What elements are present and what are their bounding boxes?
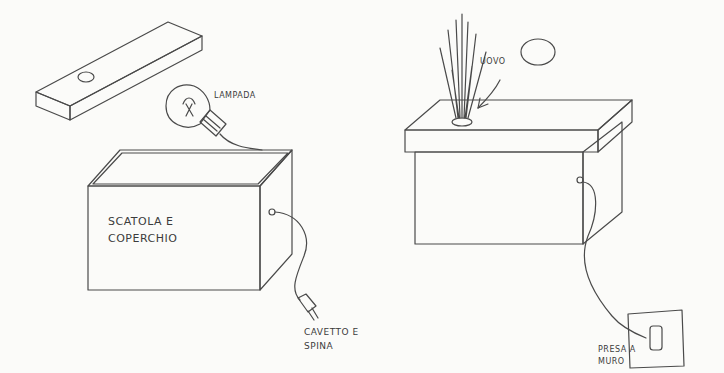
lid-hole	[452, 118, 472, 126]
part-label: SCATOLA E COPERCHIO	[108, 214, 204, 247]
box-side	[583, 122, 622, 244]
part-label: UOVO	[480, 56, 530, 68]
lid-side	[598, 100, 632, 152]
part-label: LAMPADA	[214, 90, 294, 102]
cable	[583, 182, 646, 338]
cable	[275, 212, 306, 300]
box-top-rim	[88, 150, 292, 186]
plug-pins	[308, 308, 318, 320]
lamp-socket	[200, 110, 226, 136]
wall-socket-plate	[628, 310, 684, 368]
socket-thread	[203, 116, 220, 131]
part-label: PRESA A MURO	[598, 344, 650, 368]
bulb-filament	[183, 98, 195, 116]
egg-shape	[521, 39, 555, 65]
egg	[478, 39, 555, 108]
egg-arrow-head	[478, 98, 488, 108]
box-cable-hole	[577, 177, 583, 183]
lid-front	[405, 130, 598, 152]
cable-and-plug	[275, 212, 318, 320]
egg-arrow-shaft	[478, 80, 500, 108]
box-top-rim-inner	[93, 153, 288, 184]
box-front	[415, 152, 583, 244]
open-box	[88, 150, 292, 290]
lamp-wire	[220, 134, 262, 150]
cable-to-socket	[583, 182, 684, 368]
box-cable-hole	[269, 209, 275, 215]
lid-top	[405, 100, 632, 130]
lid-hole	[78, 72, 94, 82]
box-side-face	[260, 150, 292, 290]
wall-socket-slot	[650, 326, 662, 350]
lid-side-face	[70, 36, 202, 120]
lid-lifted	[36, 22, 202, 120]
lid-front-face	[36, 92, 70, 120]
box-front-face	[88, 186, 260, 290]
bulb-glass	[166, 85, 210, 127]
part-label: CAVETTO E SPINA	[304, 326, 386, 353]
closed-box	[405, 100, 632, 244]
